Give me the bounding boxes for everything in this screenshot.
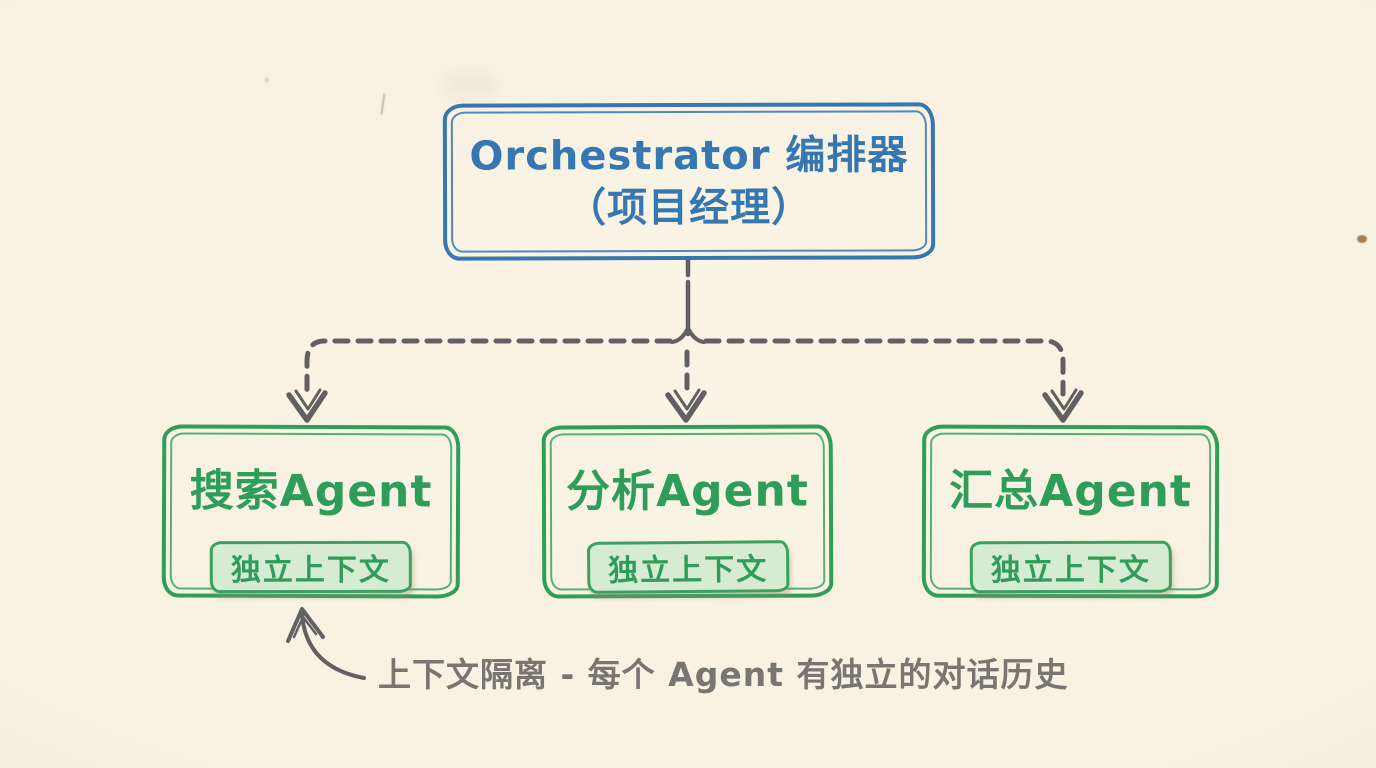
annotation-text: 上下文隔离 - 每个 Agent 有独立的对话历史 [378,655,1069,694]
orchestrator-box: Orchestrator 编排器 （项目经理） [442,102,936,261]
agent-title: 汇总Agent [949,465,1192,518]
branch-line-left [304,338,673,397]
paper-smudge [440,70,500,100]
agent-title: 分析Agent [565,465,809,518]
paper-speck [1357,235,1367,243]
paper-speck [265,78,269,82]
agent-box-summary: 汇总Agent 独立上下文 [921,424,1220,599]
agent-title: 搜索Agent [189,465,433,518]
paper-crease [380,92,386,116]
junction-flare-left [670,328,689,344]
agent-box-analysis: 分析Agent 独立上下文 [541,424,834,599]
arrowhead-right [1042,388,1084,423]
context-badge: 独立上下文 [209,540,412,594]
context-badge-label: 独立上下文 [230,552,391,589]
arrowhead-center [665,388,707,423]
annotation-arrow [286,607,366,680]
orchestrator-subtitle: （项目经理） [566,184,813,231]
orchestrator-title: Orchestrator 编排器 [469,131,909,180]
agent-box-search: 搜索Agent 独立上下文 [161,424,461,599]
context-badge-label: 独立上下文 [990,552,1151,589]
branch-line-right [703,338,1066,397]
arrowhead-left [286,388,328,423]
context-badge: 独立上下文 [586,540,789,594]
junction-flare-right [687,328,706,344]
context-badge-label: 独立上下文 [607,552,768,589]
context-badge: 独立上下文 [969,540,1172,594]
